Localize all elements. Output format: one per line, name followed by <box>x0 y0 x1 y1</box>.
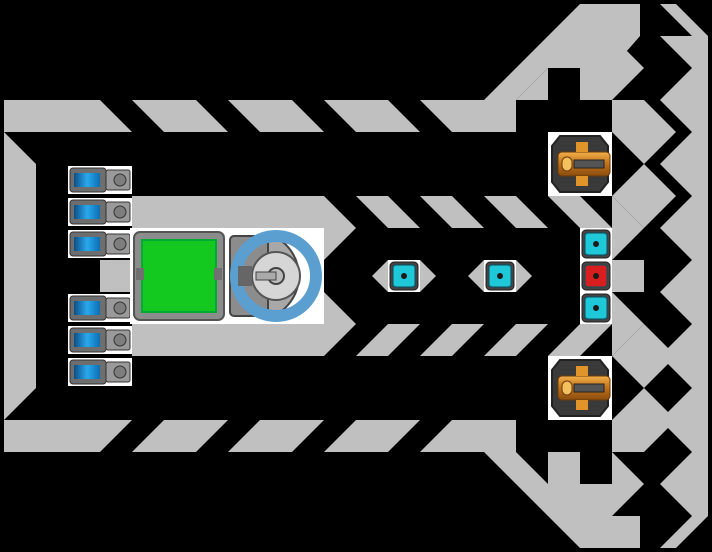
shield-node-icon[interactable] <box>580 260 612 292</box>
thruster-icon <box>68 326 132 354</box>
outer-hull <box>4 4 708 548</box>
thruster-icon <box>68 230 132 258</box>
thruster-icon <box>68 198 132 226</box>
thruster-icon <box>68 166 132 194</box>
core-module-icon[interactable] <box>130 228 228 324</box>
shield-node-icon[interactable] <box>580 292 612 324</box>
cannon-turret-icon[interactable] <box>548 132 612 196</box>
thruster-bank <box>68 166 132 386</box>
cannon-turret-icon[interactable] <box>548 356 612 420</box>
shield-node-icon[interactable] <box>388 260 420 292</box>
shield-node-icon[interactable] <box>484 260 516 292</box>
reactor-dome-icon <box>228 228 324 324</box>
shield-node-group <box>388 228 612 324</box>
thruster-icon <box>68 358 132 386</box>
thruster-icon <box>68 294 132 322</box>
shield-node-icon[interactable] <box>580 228 612 260</box>
